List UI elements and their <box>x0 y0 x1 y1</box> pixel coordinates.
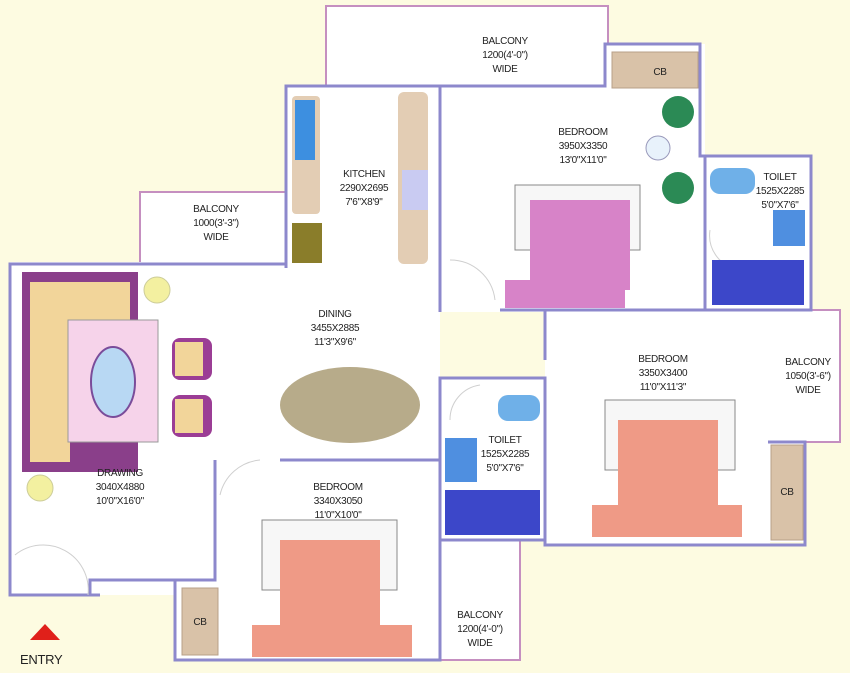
door-arc <box>219 459 261 496</box>
bed-icon <box>618 420 718 515</box>
door-arc <box>449 384 481 421</box>
entry-label: ENTRY <box>20 652 63 667</box>
entry-arrow-icon <box>30 624 60 640</box>
lamp-icon <box>26 474 54 502</box>
bed-icon <box>280 540 380 640</box>
balcony-bottom-area <box>439 539 521 661</box>
bed-icon <box>530 200 630 290</box>
chair-icon <box>662 96 694 128</box>
table-icon <box>90 346 136 418</box>
walls <box>8 42 813 662</box>
bathtub-icon <box>445 490 540 535</box>
cb-top-label: CB <box>653 67 667 78</box>
toilet-icon <box>498 395 540 421</box>
stove-icon <box>292 223 322 263</box>
balcony-left-area <box>139 191 287 265</box>
balcony-top-area <box>325 5 609 89</box>
door-arc <box>449 259 496 301</box>
cb-bottom-label: CB <box>193 617 207 628</box>
toilet-icon <box>710 168 755 194</box>
basin-icon <box>445 438 477 482</box>
bathtub-icon <box>712 260 804 305</box>
lamp-icon <box>143 276 171 304</box>
furniture <box>22 51 805 657</box>
cb-right-label: CB <box>780 487 794 498</box>
sink-icon <box>295 100 315 160</box>
chair-icon <box>662 172 694 204</box>
basin-icon <box>773 210 805 246</box>
door-arc <box>14 544 89 596</box>
dining-table-icon <box>280 367 420 443</box>
